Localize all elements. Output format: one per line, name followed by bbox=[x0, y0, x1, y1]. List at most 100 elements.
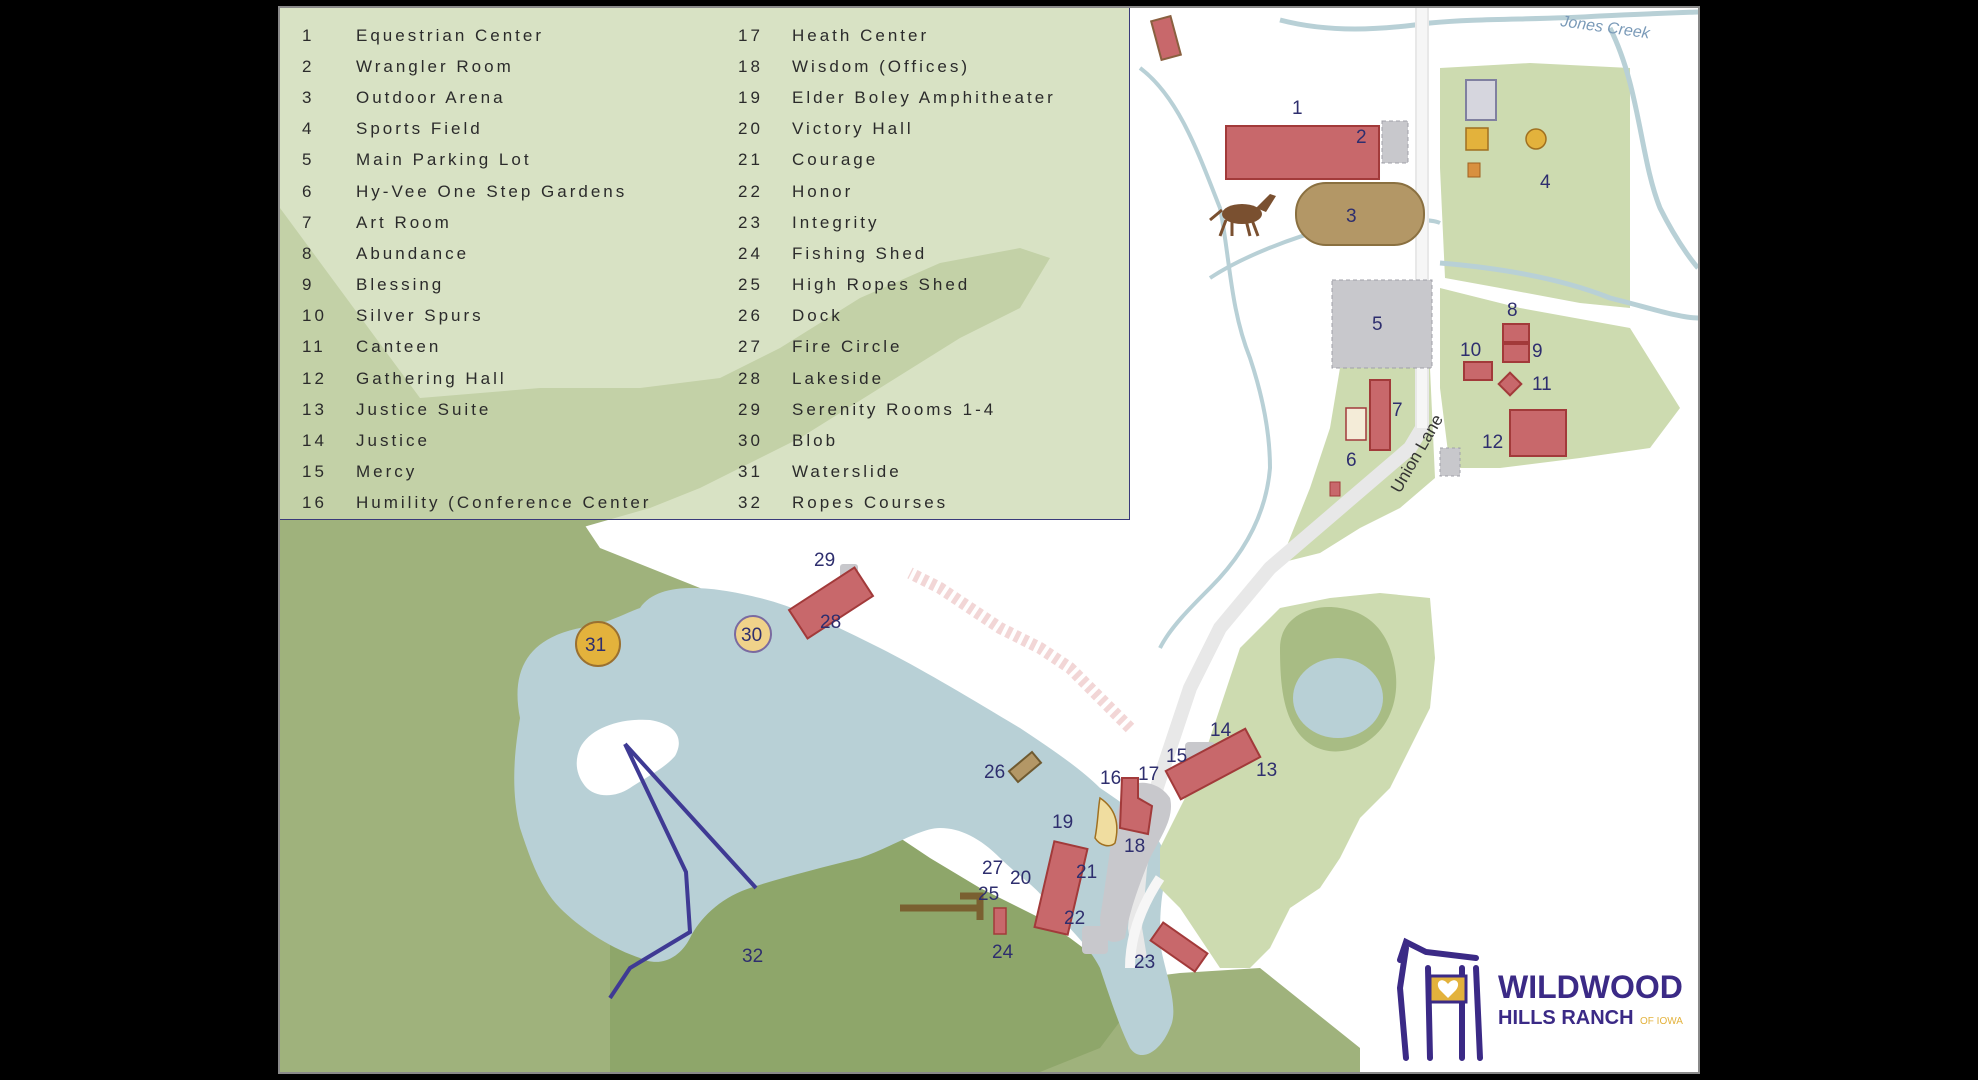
creek-east bbox=[1607, 26, 1698, 270]
label-16: 16 bbox=[1100, 768, 1121, 789]
creek-west bbox=[1138, 66, 1273, 649]
legend-name: Ropes Courses bbox=[792, 493, 949, 513]
legend-name: Equestrian Center bbox=[356, 25, 545, 45]
label-3: 3 bbox=[1346, 206, 1357, 227]
legend-number: 7 bbox=[302, 212, 315, 232]
legend-number: 12 bbox=[302, 368, 327, 388]
legend-number: 24 bbox=[738, 243, 763, 263]
garden-grass bbox=[1280, 363, 1435, 563]
legend-number: 6 bbox=[302, 181, 315, 201]
label-31: 31 bbox=[585, 635, 606, 656]
high-ropes-shed bbox=[993, 907, 1007, 935]
label-11: 11 bbox=[1532, 374, 1552, 395]
label-27: 27 bbox=[982, 858, 1003, 879]
sports-shed-yellow bbox=[1465, 127, 1489, 151]
legend-item: 18 Wisdom (Offices) bbox=[738, 51, 1056, 82]
label-32: 32 bbox=[742, 946, 763, 967]
legend-name: Blessing bbox=[356, 275, 445, 295]
label-1: 1 bbox=[1292, 98, 1303, 119]
logo-line2: HILLS RANCH bbox=[1498, 1007, 1634, 1029]
legend-item: 20 Victory Hall bbox=[738, 114, 1056, 145]
label-19: 19 bbox=[1052, 812, 1073, 833]
pond bbox=[1293, 658, 1383, 738]
blessing-cabin bbox=[1502, 343, 1530, 363]
legend-number: 20 bbox=[738, 119, 763, 139]
legend-name: Courage bbox=[792, 150, 879, 170]
legend-number: 13 bbox=[302, 399, 327, 419]
label-29: 29 bbox=[814, 550, 835, 571]
sports-field-grass bbox=[1440, 63, 1630, 308]
legend-name: Wisdom (Offices) bbox=[792, 56, 971, 76]
label-28: 28 bbox=[820, 612, 841, 633]
label-15: 15 bbox=[1166, 746, 1187, 767]
legend-name: Heath Center bbox=[792, 25, 930, 45]
lakeside-serenity bbox=[787, 566, 875, 640]
label-23: 23 bbox=[1134, 952, 1155, 973]
sports-building-gray bbox=[1465, 79, 1497, 121]
logo-line1: WILDWOOD bbox=[1498, 969, 1683, 1005]
label-2: 2 bbox=[1356, 127, 1367, 148]
lake-island bbox=[576, 719, 679, 796]
legend-name: Serenity Rooms 1-4 bbox=[792, 399, 997, 419]
label-4: 4 bbox=[1540, 172, 1551, 193]
legend-number: 5 bbox=[302, 150, 315, 170]
legend-number: 32 bbox=[738, 493, 763, 513]
legend-item: 32 Ropes Courses bbox=[738, 488, 1056, 519]
label-24: 24 bbox=[992, 942, 1014, 963]
legend-number: 18 bbox=[738, 56, 763, 76]
legend-name: Victory Hall bbox=[792, 119, 914, 139]
label-26: 26 bbox=[984, 762, 1005, 783]
label-25: 25 bbox=[978, 884, 999, 905]
waterslide bbox=[575, 621, 621, 667]
legend-number: 3 bbox=[302, 87, 315, 107]
integrity-cabin bbox=[1149, 921, 1209, 973]
amphitheater-paved bbox=[1100, 782, 1171, 942]
legend-number: 14 bbox=[302, 431, 327, 451]
horse-icon bbox=[1209, 194, 1276, 237]
blob bbox=[734, 615, 772, 653]
legend-number: 19 bbox=[738, 87, 763, 107]
legend-item: 31 Waterslide bbox=[738, 457, 1056, 488]
outdoor-arena bbox=[1295, 182, 1425, 246]
legend-name: Main Parking Lot bbox=[356, 150, 532, 170]
legend-number: 31 bbox=[738, 462, 763, 482]
legend-name: Abundance bbox=[356, 243, 470, 263]
legend-name: Waterslide bbox=[792, 462, 902, 482]
legend-name: Fishing Shed bbox=[792, 243, 928, 263]
legend-item: 30 Blob bbox=[738, 425, 1056, 456]
legend-name: Blob bbox=[792, 431, 839, 451]
dock bbox=[1007, 750, 1043, 784]
legend-number: 30 bbox=[738, 431, 763, 451]
legend-name: Outdoor Arena bbox=[356, 87, 506, 107]
hy-vee-garden bbox=[1345, 407, 1367, 441]
garden-shed bbox=[1329, 481, 1341, 497]
legend-item: 5 Main Parking Lot bbox=[302, 145, 651, 176]
legend-number: 17 bbox=[738, 25, 763, 45]
logo-line3: OF IOWA bbox=[1640, 1016, 1683, 1027]
label-12: 12 bbox=[1482, 432, 1503, 453]
legend-number: 25 bbox=[738, 275, 763, 295]
forest-area-west bbox=[280, 408, 1360, 1072]
abundance-cabin bbox=[1502, 323, 1530, 343]
shore-road bbox=[1125, 875, 1165, 969]
legend-item: 17 Heath Center bbox=[738, 20, 1056, 51]
label-13: 13 bbox=[1256, 760, 1277, 781]
label-8: 8 bbox=[1507, 300, 1518, 321]
label-7: 7 bbox=[1392, 400, 1403, 421]
label-9: 9 bbox=[1532, 341, 1543, 362]
label-17: 17 bbox=[1138, 764, 1159, 785]
legend-name: Wrangler Room bbox=[356, 56, 514, 76]
cabins-grass bbox=[1440, 288, 1680, 468]
